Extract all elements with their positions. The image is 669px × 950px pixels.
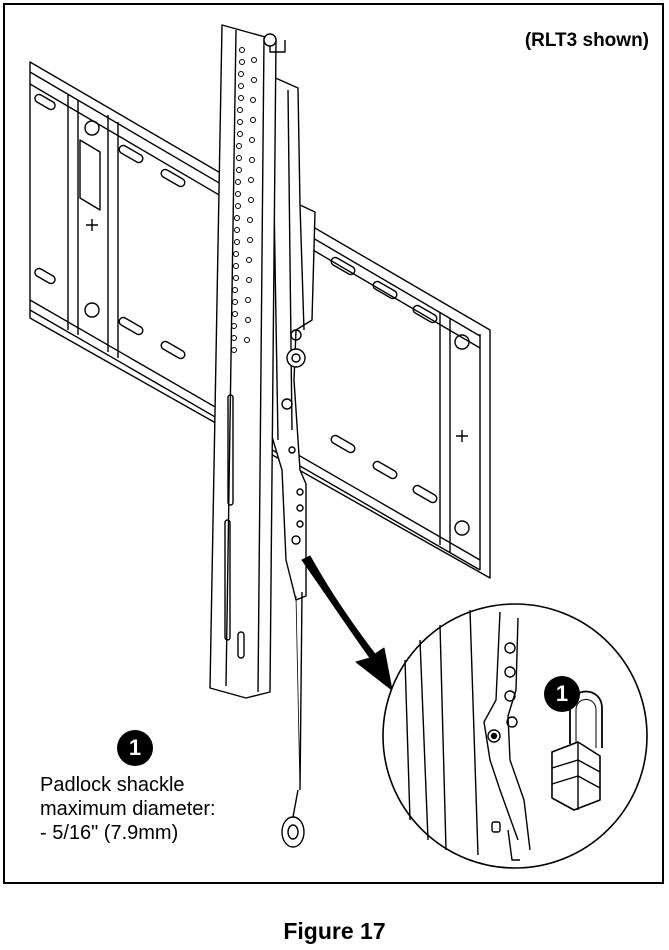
detail-callout-badge: 1	[544, 676, 580, 712]
detail-arrow	[301, 555, 393, 691]
lanyard-cable	[281, 591, 305, 848]
figure-caption: Figure 17	[283, 918, 386, 944]
figure-frame	[3, 3, 664, 884]
mount-bracket	[261, 71, 316, 601]
detail-view	[382, 603, 648, 869]
note-line-1: Padlock shackle	[40, 774, 185, 796]
callout-badge: 1	[117, 730, 153, 766]
hanger-strap	[209, 24, 286, 699]
note-line-2: maximum diameter:	[40, 798, 216, 820]
note-line-3: - 5/16" (7.9mm)	[40, 822, 179, 844]
shackle-note: Padlock shackle maximum diameter: - 5/16…	[40, 773, 216, 845]
model-note: (RLT3 shown)	[524, 30, 649, 51]
